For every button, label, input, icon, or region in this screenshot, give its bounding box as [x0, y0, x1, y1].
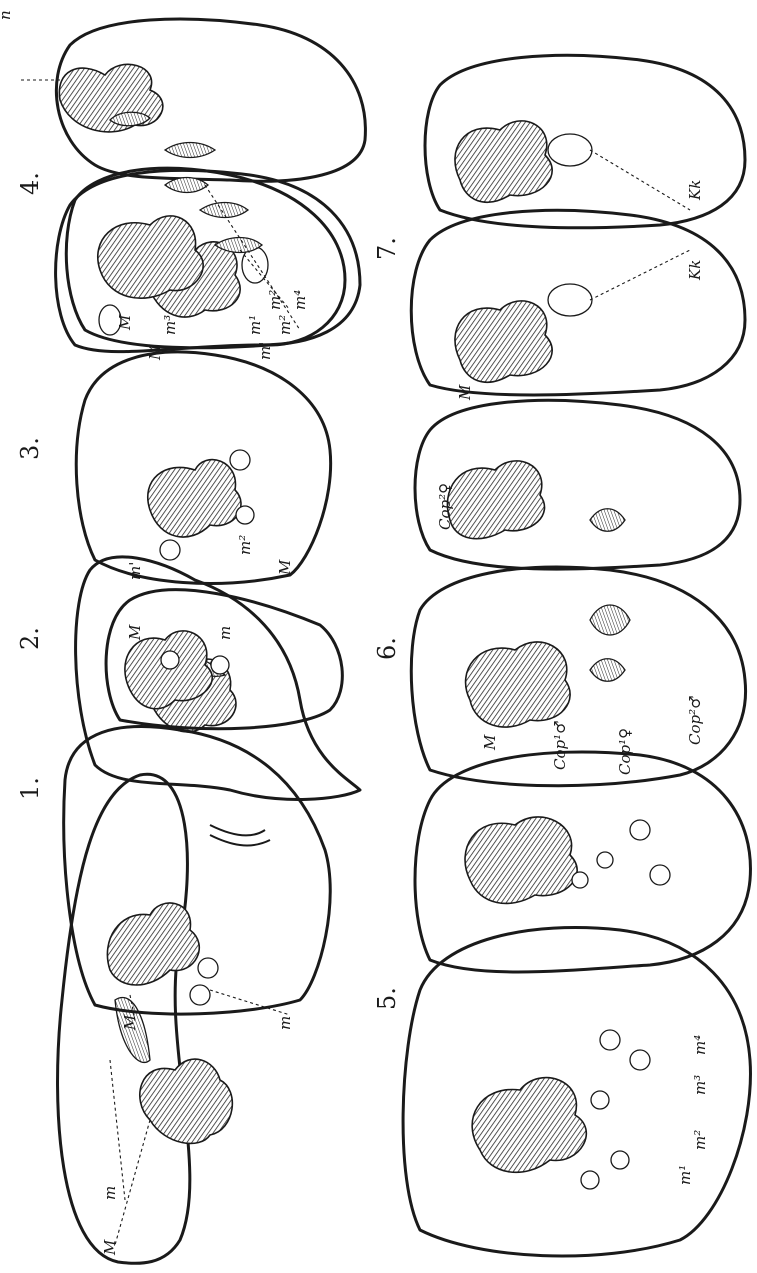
micronucleus	[160, 540, 180, 560]
copulation-nucleus	[548, 134, 592, 166]
micronucleus	[198, 958, 218, 978]
label-line	[115, 1120, 150, 1245]
label-Kk: Kk	[686, 260, 704, 281]
label-M: M	[121, 1014, 139, 1031]
micronucleus	[597, 852, 613, 868]
figure-number: 5.	[373, 987, 401, 1010]
micronucleus	[572, 872, 588, 888]
label-Cop2-male: Cop²♂	[686, 695, 704, 745]
figure-6: M Cop¹♂ Cop¹♀ Cop²♂ Cop²♀ 6.	[373, 400, 746, 785]
label-Cop1-female: Cop¹♀	[616, 728, 634, 775]
label-line	[110, 1060, 125, 1200]
label-M: M	[126, 624, 144, 641]
macronucleus	[455, 121, 552, 202]
cell-left	[64, 727, 330, 1015]
label-line	[590, 150, 690, 210]
mouth-marking	[210, 825, 270, 845]
macronucleus	[472, 1078, 586, 1173]
macronucleus	[465, 817, 577, 903]
label-line	[590, 250, 690, 300]
label-m3: m³	[161, 315, 179, 335]
label-n: n	[0, 10, 14, 20]
macronucleus	[148, 460, 241, 537]
figure-number: 6.	[373, 637, 401, 660]
micronucleus	[630, 820, 650, 840]
label-m-prime: m'	[126, 562, 144, 580]
label-m1: m¹	[676, 1165, 694, 1185]
micronucleus-spindle	[165, 143, 215, 158]
label-m3: m³	[691, 1075, 709, 1095]
label-m4: m⁴	[691, 1035, 709, 1055]
micronucleus	[230, 450, 250, 470]
label-Cop2-female: Cop²♀	[436, 483, 454, 530]
macronucleus	[455, 301, 552, 382]
copulation-nucleus	[548, 284, 592, 316]
micronucleus	[211, 656, 229, 674]
label-m2: m²	[236, 535, 254, 555]
micronucleus-spindle	[590, 509, 625, 532]
label-m2: m²	[691, 1130, 709, 1150]
label-Cop1-male: Cop¹♂	[551, 720, 569, 770]
macronucleus	[466, 642, 571, 727]
label-m2: m²	[276, 315, 294, 335]
label-m4: m⁴	[291, 290, 309, 310]
label-M: M	[481, 734, 499, 751]
macronucleus	[107, 903, 199, 985]
label-m: m	[276, 1016, 294, 1030]
micronucleus-spindle	[590, 659, 625, 682]
label-m1: m¹	[246, 315, 264, 335]
figure-number: 3.	[16, 437, 44, 460]
label-M: M	[456, 384, 474, 401]
label-M: M	[276, 559, 294, 576]
figure-5: m¹ m² m³ m⁴ 5.	[373, 752, 750, 1256]
micronucleus	[236, 506, 254, 524]
micronucleus	[650, 865, 670, 885]
micronucleus	[190, 985, 210, 1005]
figure-number: 2.	[16, 627, 44, 650]
micronucleus-spindle	[200, 203, 248, 218]
figure-number: 7.	[373, 237, 401, 260]
macronucleus	[447, 461, 544, 539]
figure-number: 1.	[16, 777, 44, 800]
figure-number: 4.	[16, 172, 44, 195]
micronucleus	[581, 1171, 599, 1189]
label-Kk: Kk	[686, 180, 704, 201]
macronucleus	[98, 216, 203, 298]
figure-7: M Kk Kk 7.	[373, 55, 745, 401]
micronucleus	[630, 1050, 650, 1070]
label-M: M	[101, 1239, 119, 1256]
macronucleus	[140, 1059, 233, 1143]
micronucleus	[591, 1091, 609, 1109]
micronucleus	[600, 1030, 620, 1050]
label-M: M	[116, 314, 134, 331]
micronucleus	[161, 651, 179, 669]
label-M: M	[146, 344, 164, 361]
micronucleus-spindle	[590, 605, 630, 635]
label-m: m	[101, 1186, 119, 1200]
macronucleus	[59, 64, 162, 132]
micronucleus	[611, 1151, 629, 1169]
label-m: m	[216, 626, 234, 640]
